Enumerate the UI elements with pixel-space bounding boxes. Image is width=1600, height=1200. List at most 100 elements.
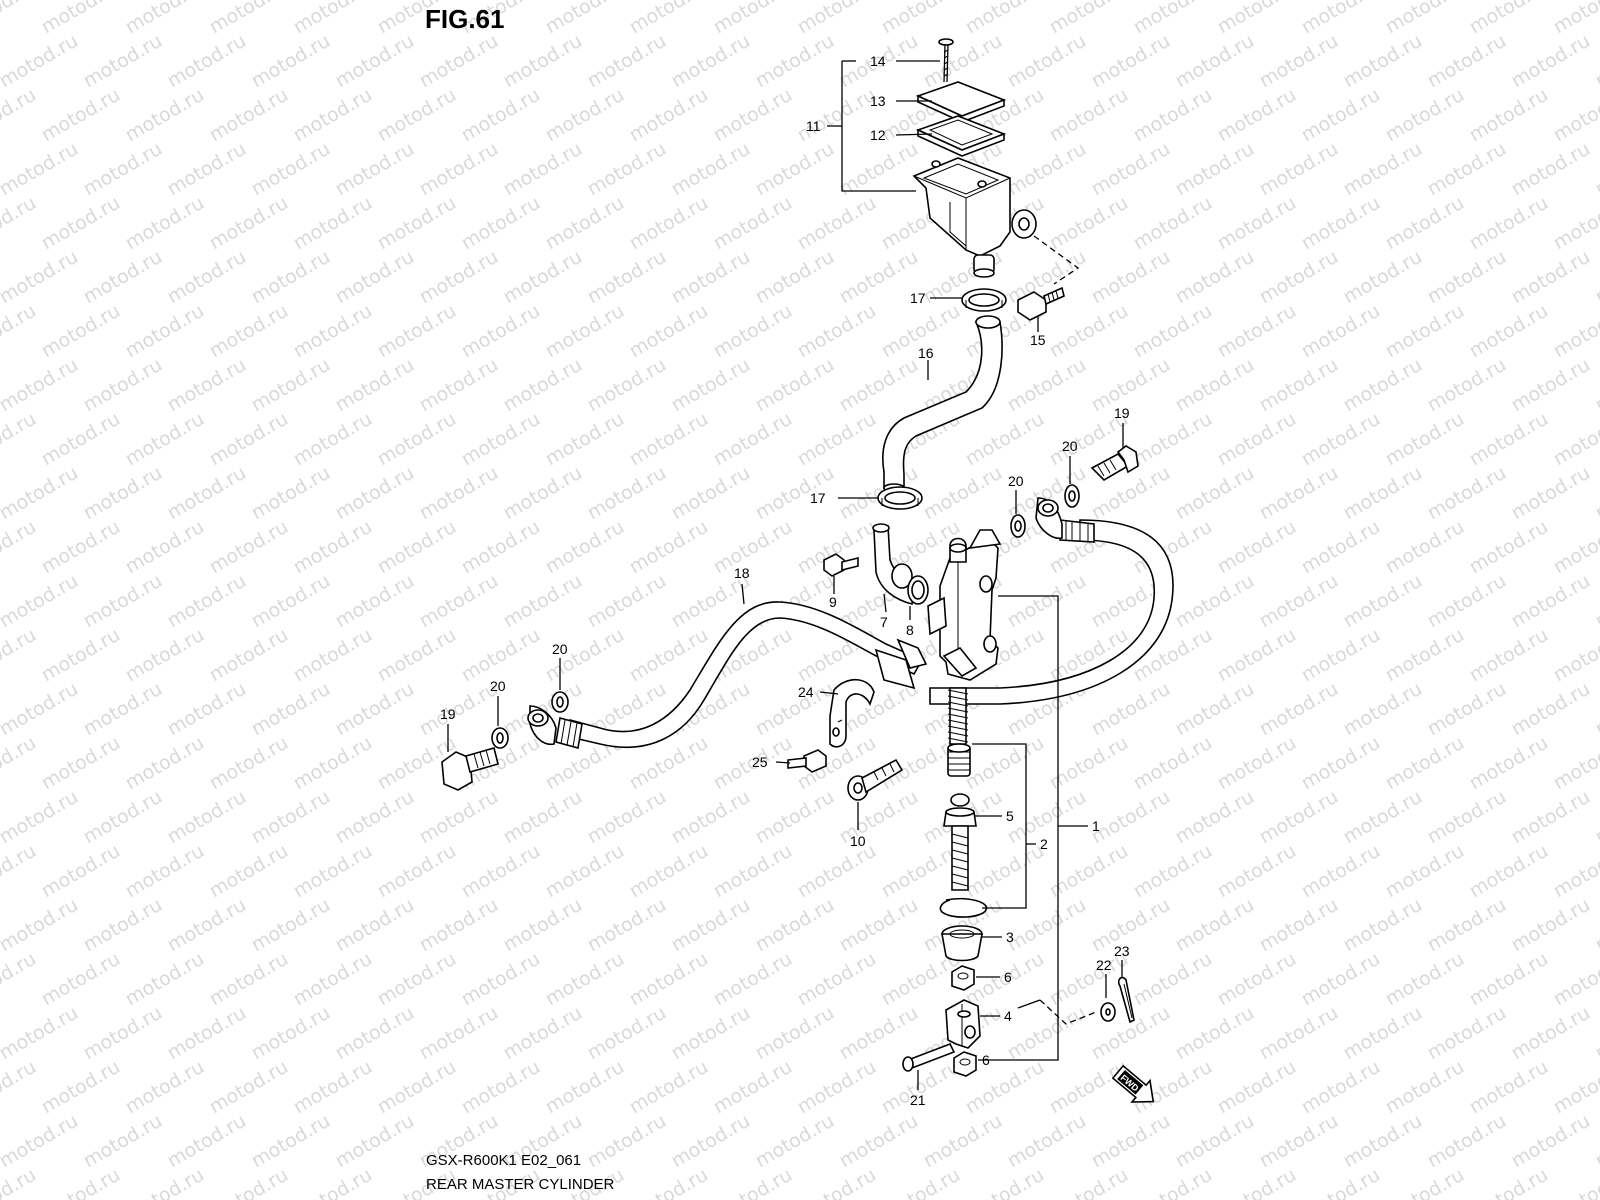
watermark-text: motod.ru	[1256, 786, 1342, 849]
watermark-text: motod.ru	[584, 138, 670, 201]
watermark-text: motod.ru	[710, 408, 796, 471]
watermark-text: motod.ru	[0, 624, 40, 687]
watermark-text: motod.ru	[1046, 1164, 1132, 1200]
watermark-text: motod.ru	[1256, 30, 1342, 93]
watermark-text: motod.ru	[1214, 1164, 1300, 1200]
watermark-text: motod.ru	[584, 1002, 670, 1065]
watermark-text: motod.ru	[1340, 246, 1426, 309]
part-circlip	[939, 897, 988, 918]
watermark-text: motod.ru	[1130, 948, 1216, 1011]
watermark-text: motod.ru	[0, 1002, 82, 1065]
watermark-text: motod.ru	[1592, 138, 1600, 201]
watermark-text: motod.ru	[1340, 1110, 1426, 1173]
watermark-text: motod.ru	[1214, 840, 1300, 903]
callout-18: 18	[734, 565, 750, 581]
watermark-text: motod.ru	[164, 138, 250, 201]
watermark-text: motod.ru	[290, 300, 376, 363]
watermark-text: motod.ru	[668, 354, 754, 417]
watermark-text: motod.ru	[1256, 246, 1342, 309]
watermark-text: motod.ru	[710, 516, 796, 579]
watermark-text: motod.ru	[1382, 1164, 1468, 1200]
watermark-text: motod.ru	[1550, 732, 1600, 795]
watermark-text: motod.ru	[710, 300, 796, 363]
callout-19-lower: 19	[440, 706, 456, 722]
watermark-text: motod.ru	[1592, 570, 1600, 633]
watermark-text: motod.ru	[668, 462, 754, 525]
watermark-text: motod.ru	[164, 1002, 250, 1065]
watermark-text: motod.ru	[878, 0, 964, 38]
watermark-text: motod.ru	[1592, 1110, 1600, 1173]
watermark-text: motod.ru	[500, 462, 586, 525]
watermark-text: motod.ru	[794, 300, 880, 363]
watermark-text: motod.ru	[626, 1056, 712, 1119]
watermark-text: motod.ru	[1130, 1164, 1216, 1200]
watermark-text: motod.ru	[1382, 192, 1468, 255]
watermark-text: motod.ru	[752, 354, 838, 417]
watermark-text: motod.ru	[500, 354, 586, 417]
watermark-text: motod.ru	[1466, 1056, 1552, 1119]
watermark-text: motod.ru	[1592, 246, 1600, 309]
callout-15: 15	[1030, 332, 1046, 348]
watermark-text: motod.ru	[542, 84, 628, 147]
watermark-text: motod.ru	[1088, 786, 1174, 849]
watermark-text: motod.ru	[1466, 1164, 1552, 1200]
watermark-text: motod.ru	[794, 840, 880, 903]
watermark-text: motod.ru	[206, 0, 292, 38]
watermark-text: motod.ru	[332, 786, 418, 849]
watermark-text: motod.ru	[0, 894, 82, 957]
watermark-text: motod.ru	[542, 948, 628, 1011]
watermark-text: motod.ru	[458, 84, 544, 147]
watermark-text: motod.ru	[206, 732, 292, 795]
part-nut-6-lower	[953, 1051, 977, 1077]
watermark-text: motod.ru	[1130, 840, 1216, 903]
watermark-text: motod.ru	[0, 1110, 82, 1173]
callout-2: 2	[1040, 836, 1048, 852]
watermark-text: motod.ru	[542, 0, 628, 38]
watermark-text: motod.ru	[206, 300, 292, 363]
watermark-text: motod.ru	[290, 948, 376, 1011]
watermark-text: motod.ru	[122, 1164, 208, 1200]
part-nut-6-upper	[951, 965, 975, 991]
watermark-text: motod.ru	[1508, 246, 1594, 309]
part-washer-20-c	[491, 727, 509, 749]
watermark-text: motod.ru	[1550, 840, 1600, 903]
watermark-text: motod.ru	[374, 84, 460, 147]
watermark-text: motod.ru	[164, 786, 250, 849]
callout-17-lower: 17	[810, 490, 826, 506]
watermark-text: motod.ru	[1214, 408, 1300, 471]
callout-19-upper: 19	[1114, 405, 1130, 421]
watermark-text: motod.ru	[1130, 84, 1216, 147]
callout-23: 23	[1114, 943, 1130, 959]
watermark-text: motod.ru	[1340, 462, 1426, 525]
watermark-text: motod.ru	[1088, 138, 1174, 201]
watermark-text: motod.ru	[1214, 948, 1300, 1011]
watermark-text: motod.ru	[1466, 624, 1552, 687]
watermark-text: motod.ru	[668, 30, 754, 93]
watermark-text: motod.ru	[1508, 462, 1594, 525]
watermark-text: motod.ru	[752, 678, 838, 741]
watermark-text: motod.ru	[752, 30, 838, 93]
callout-labels: 14 13 12 11 17 15 16 19 20 20 17 18 9 7 …	[440, 53, 1130, 1108]
watermark-text: motod.ru	[0, 192, 40, 255]
watermark-text: motod.ru	[416, 1002, 502, 1065]
leader-lines	[447, 60, 1124, 1090]
watermark-text: motod.ru	[80, 30, 166, 93]
watermark-text: motod.ru	[1214, 732, 1300, 795]
watermark-text: motod.ru	[164, 354, 250, 417]
watermark-text: motod.ru	[1256, 138, 1342, 201]
watermark-text: motod.ru	[1172, 786, 1258, 849]
watermark-text: motod.ru	[122, 300, 208, 363]
part-screw-14	[938, 38, 954, 83]
watermark-text: motod.ru	[0, 462, 82, 525]
watermark-text: motod.ru	[584, 462, 670, 525]
part-piston-cups	[947, 743, 971, 777]
watermark-text: motod.ru	[1130, 192, 1216, 255]
watermark-text: motod.ru	[248, 354, 334, 417]
watermark-text: motod.ru	[542, 300, 628, 363]
part-washer-20-d	[551, 691, 569, 713]
watermark-text: motod.ru	[1256, 570, 1342, 633]
watermark-text: motod.ru	[80, 1002, 166, 1065]
watermark-text: motod.ru	[1382, 516, 1468, 579]
watermark-text: motod.ru	[1214, 1056, 1300, 1119]
